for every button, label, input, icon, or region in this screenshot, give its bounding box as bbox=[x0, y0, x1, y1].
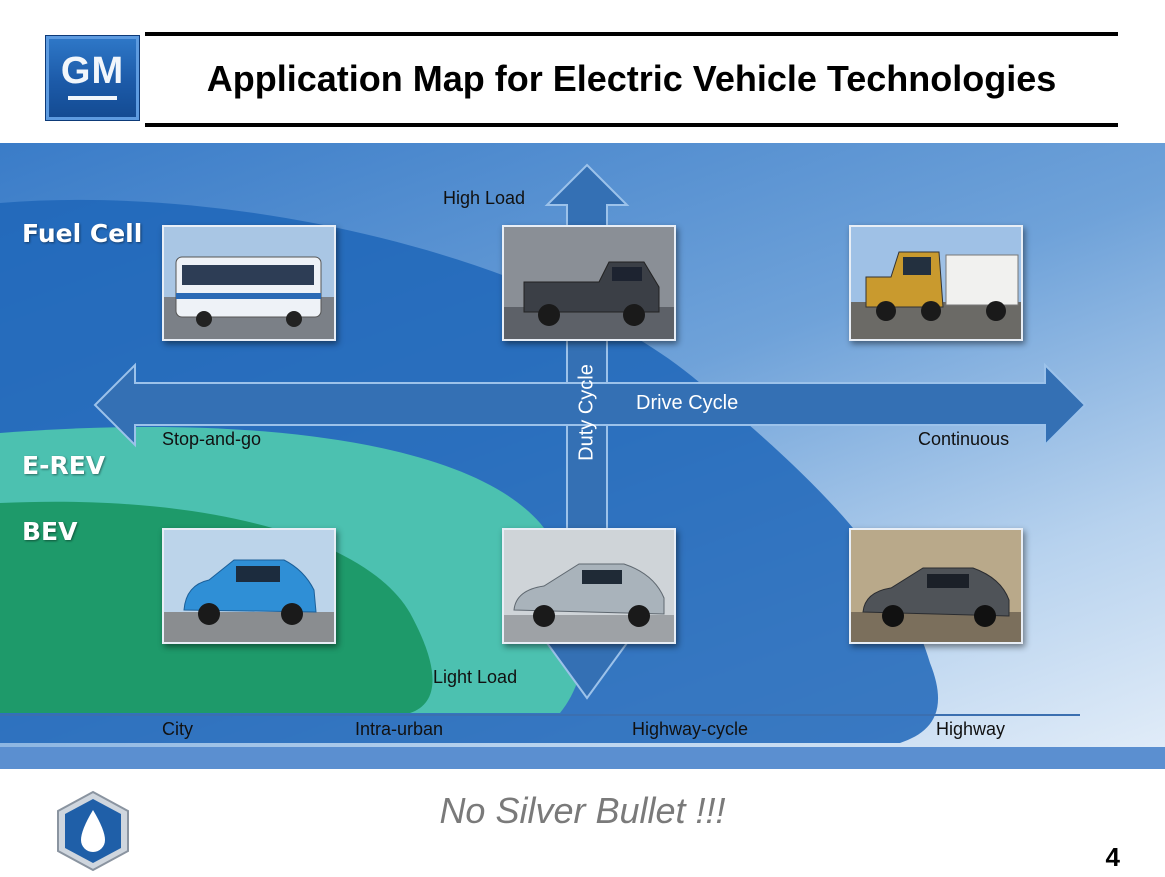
bus-photo bbox=[162, 225, 336, 341]
label-light-load: Light Load bbox=[433, 667, 518, 687]
zone-label-bev: BEV bbox=[22, 517, 78, 546]
hexagon-drop-logo bbox=[55, 790, 131, 872]
drive-cycle-arrow bbox=[93, 362, 1087, 448]
zone-label-fuel-cell: Fuel Cell bbox=[22, 219, 143, 248]
gm-logo-text: GM bbox=[60, 50, 125, 92]
zone-label-erev: E-REV bbox=[22, 451, 106, 480]
title-rule-bottom bbox=[145, 123, 1118, 127]
label-high-load: High Load bbox=[443, 188, 526, 208]
scale-intra-urban: Intra-urban bbox=[355, 719, 444, 739]
label-duty-cycle: Duty Cycle bbox=[575, 364, 598, 461]
scale-city: City bbox=[162, 719, 193, 739]
gm-logo: GM bbox=[45, 35, 140, 121]
gm-logo-underline bbox=[68, 96, 117, 100]
compact-car-photo bbox=[162, 528, 336, 644]
title-rule-top bbox=[145, 32, 1118, 36]
semi-truck-photo bbox=[849, 225, 1023, 341]
sedan-volt-photo bbox=[502, 528, 676, 644]
label-stop-and-go: Stop-and-go bbox=[162, 429, 262, 449]
sedan-insignia-photo bbox=[849, 528, 1023, 644]
page-number: 4 bbox=[1105, 842, 1120, 872]
slogan: No Silver Bullet !!! bbox=[439, 790, 726, 831]
label-continuous: Continuous bbox=[918, 429, 1010, 449]
scale-highway: Highway bbox=[936, 719, 1006, 739]
application-map-diagram: Fuel Cell E-REV BEV High Load Light Load… bbox=[0, 143, 1165, 769]
scale-highway-cycle: Highway-cycle bbox=[632, 719, 749, 739]
pickup-truck-photo bbox=[502, 225, 676, 341]
bottom-band bbox=[0, 747, 1165, 769]
page-title: Application Map for Electric Vehicle Tec… bbox=[206, 58, 1057, 99]
label-drive-cycle: Drive Cycle bbox=[636, 392, 739, 414]
